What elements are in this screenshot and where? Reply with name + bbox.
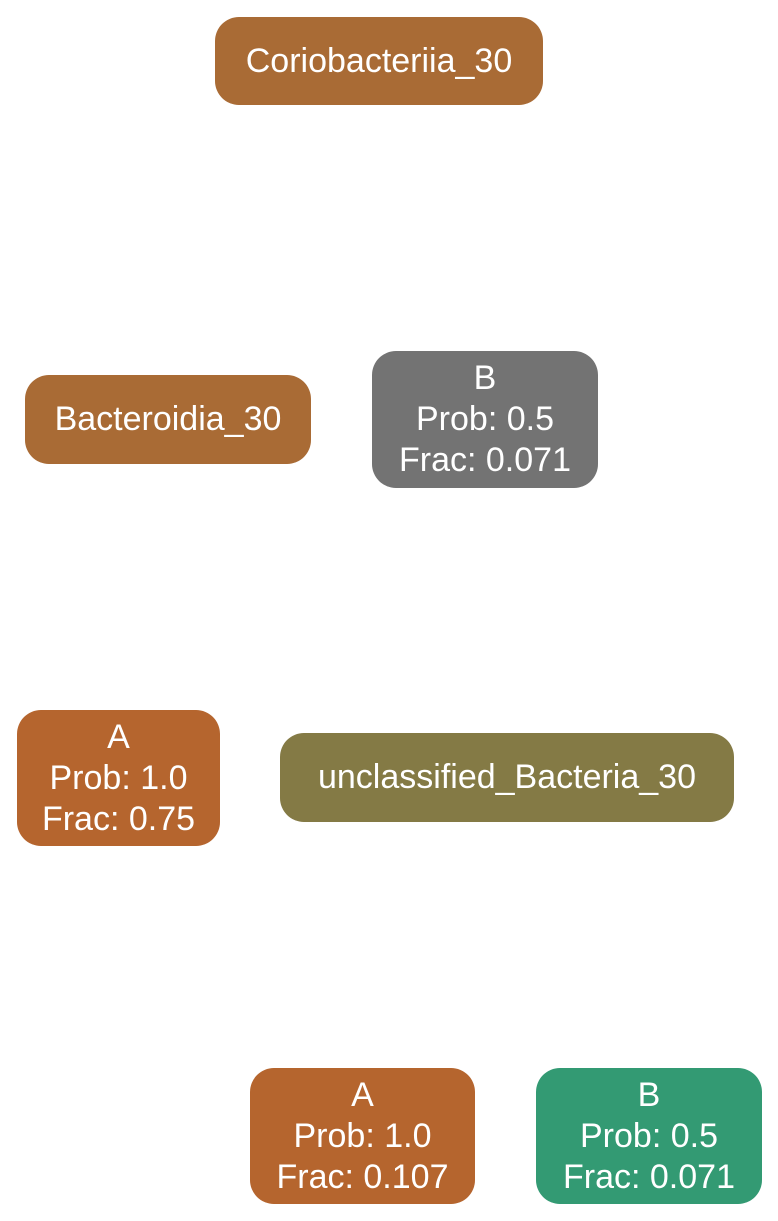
node-prob: Prob: 1.0 xyxy=(293,1116,432,1155)
node-title: A xyxy=(351,1075,374,1114)
node-title: B xyxy=(473,359,497,397)
b-node-upper: B Prob: 0.5 Frac: 0.071 xyxy=(372,351,598,488)
node-prob: Prob: 0.5 xyxy=(416,400,554,438)
node-title: B xyxy=(637,1075,661,1114)
node-frac: Frac: 0.107 xyxy=(276,1157,449,1196)
node-frac: Frac: 0.071 xyxy=(563,1157,735,1196)
unclassified-bacteria-node: unclassified_Bacteria_30 xyxy=(280,733,734,822)
node-frac: Frac: 0.75 xyxy=(41,799,196,838)
node-label: Coriobacteriia_30 xyxy=(245,41,513,80)
a-node-left: A Prob: 1.0 Frac: 0.75 xyxy=(17,710,220,846)
a-node-bottom: A Prob: 1.0 Frac: 0.107 xyxy=(250,1068,475,1204)
b-node-bottom: B Prob: 0.5 Frac: 0.071 xyxy=(536,1068,762,1204)
bacteroidia-node: Bacteroidia_30 xyxy=(25,375,311,464)
node-label: Bacteroidia_30 xyxy=(54,400,282,438)
node-label: unclassified_Bacteria_30 xyxy=(317,758,697,796)
node-frac: Frac: 0.071 xyxy=(399,441,571,479)
node-prob: Prob: 0.5 xyxy=(580,1116,718,1155)
node-title: A xyxy=(107,717,130,756)
coriobacteriia-node: Coriobacteriia_30 xyxy=(215,17,543,105)
node-prob: Prob: 1.0 xyxy=(49,758,188,797)
